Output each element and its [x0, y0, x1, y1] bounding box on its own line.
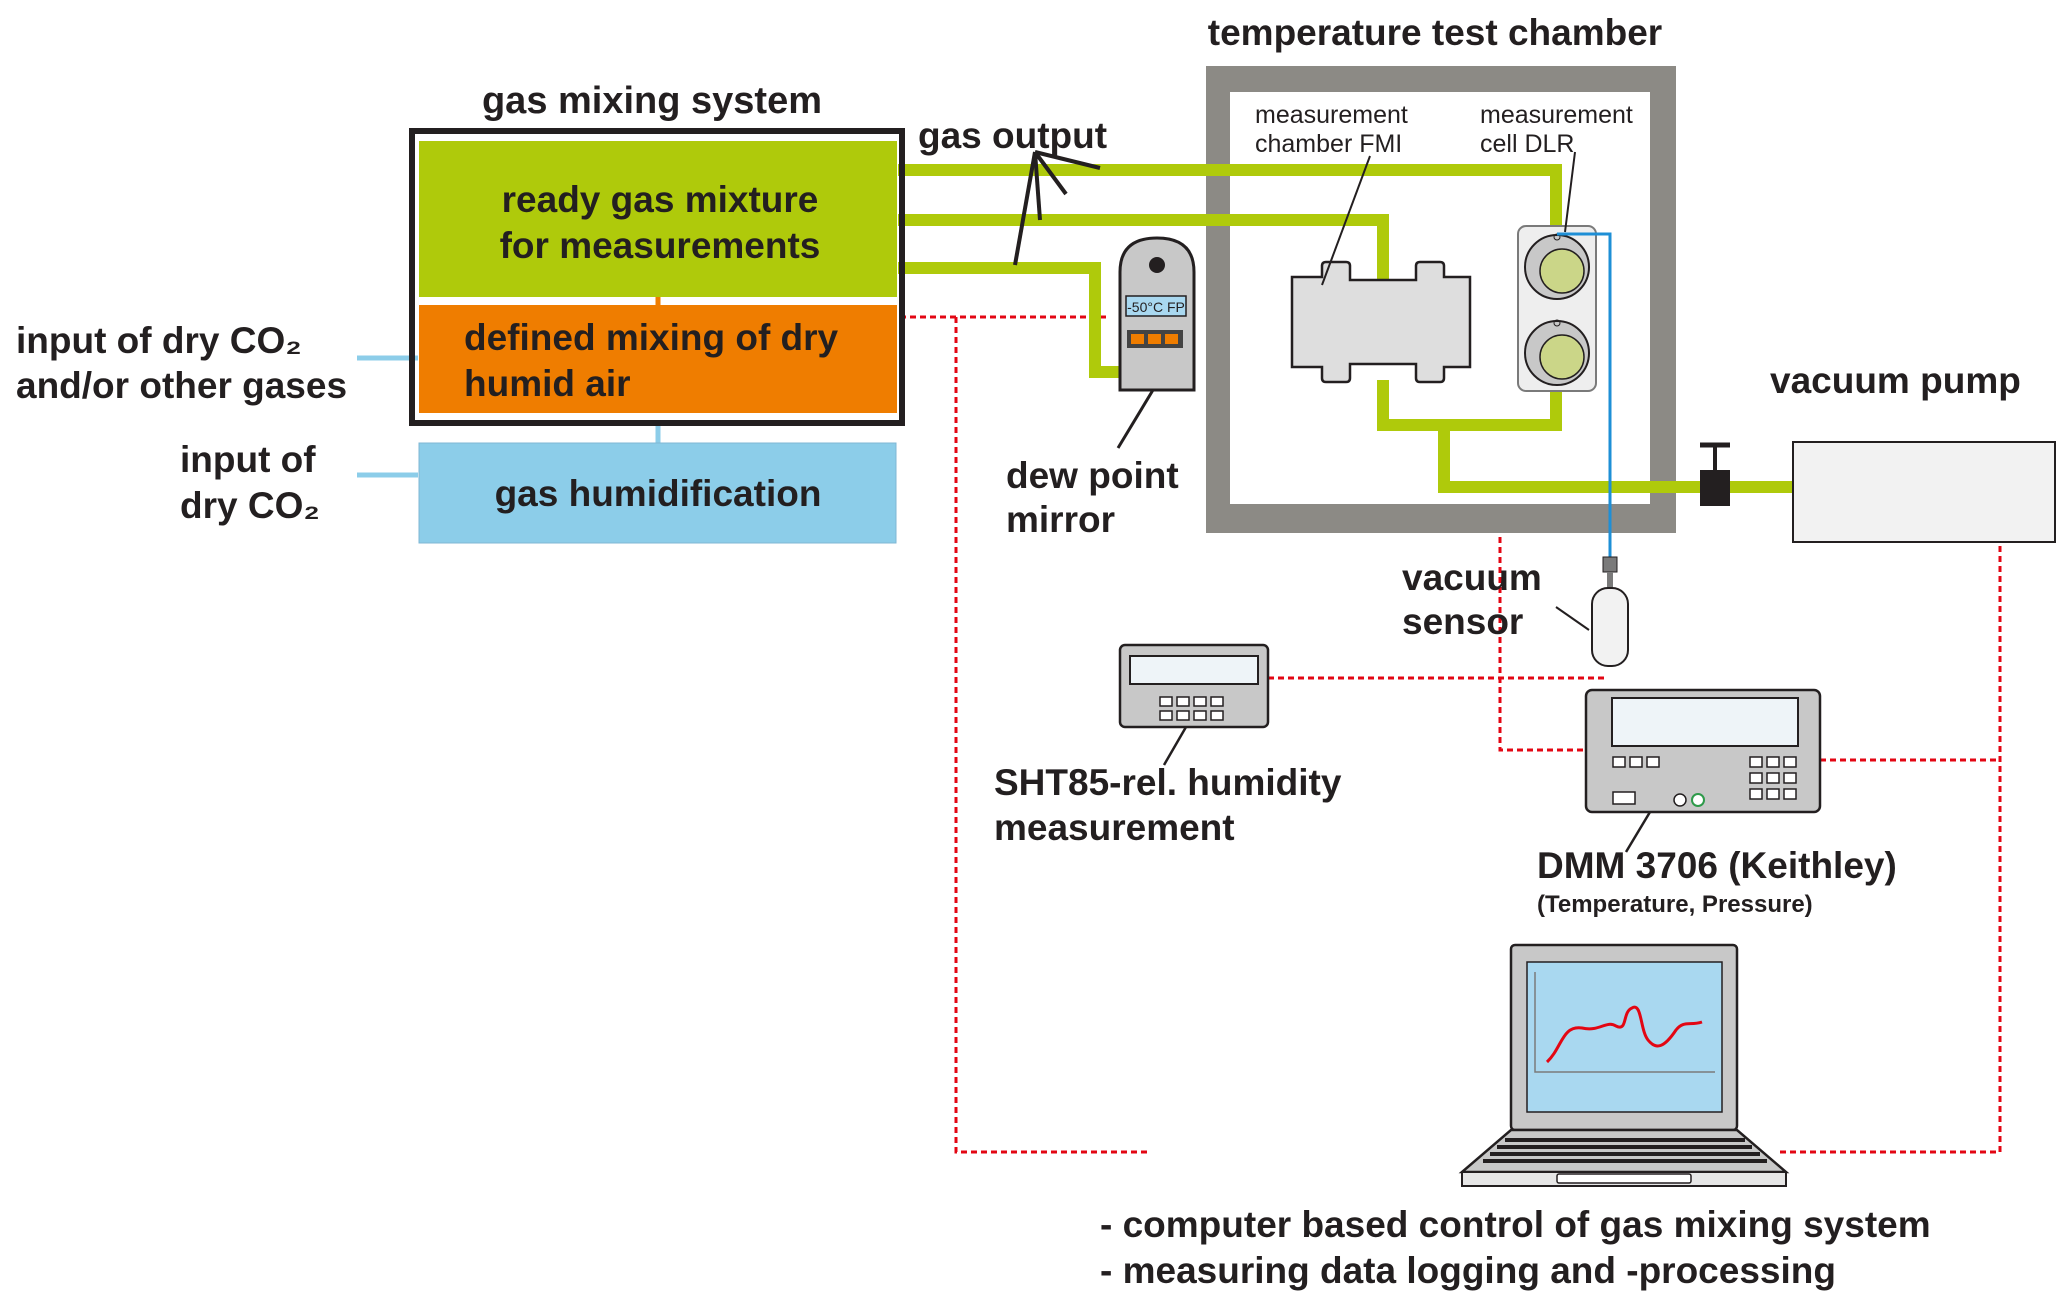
input-co2-other-label-2: and/or other gases [16, 365, 347, 406]
gas-output-pointer [1013, 150, 1101, 266]
sht85-label-2: measurement [994, 807, 1235, 848]
ready-gas-box [419, 141, 897, 297]
input-co2-other-label-1: input of dry CO₂ [16, 320, 302, 361]
computer-label-2: - measuring data logging and -processing [1100, 1250, 1836, 1291]
fmi-label-1: measurement [1255, 101, 1408, 129]
gas-mixing-system [357, 128, 905, 544]
dew-point-display [1125, 295, 1187, 317]
vacuum-pump-label: vacuum pump [1770, 360, 2021, 401]
defined-mixing-label-1: defined mixing of dry [464, 317, 839, 358]
defined-mixing-label-2: humid air [464, 363, 631, 404]
dew-point-display-text: -50°C FP [1127, 299, 1185, 315]
gas-mixing-title: gas mixing system [482, 80, 822, 122]
measurement-chamber-fmi [1290, 155, 1472, 384]
sht85-device [1118, 643, 1270, 766]
vacuum-sensor-label-1: vacuum [1402, 557, 1542, 598]
measurement-cell-dlr [1517, 151, 1597, 392]
computer-label-1: - computer based control of gas mixing s… [1100, 1204, 1931, 1245]
dew-point-mirror-device [1116, 236, 1196, 449]
vacuum-pump-box [1792, 441, 2056, 543]
fmi-label-2: chamber FMI [1255, 130, 1402, 158]
dmm-label-2: (Temperature, Pressure) [1537, 891, 1813, 918]
defined-mixing-box [419, 305, 897, 413]
dmm-label-1: DMM 3706 (Keithley) [1537, 845, 1897, 886]
vacuum-sensor-label-2: sensor [1402, 601, 1523, 642]
vacuum-valve [1700, 442, 1730, 506]
gas-output-label: gas output [918, 115, 1107, 156]
chamber-title: temperature test chamber [1208, 12, 1662, 53]
vacuum-sensor-device [1555, 556, 1629, 667]
dew-point-label-1: dew point [1006, 455, 1179, 496]
input-co2-label-1: input of [180, 439, 316, 480]
gas-mixing-frame [409, 128, 905, 426]
ready-gas-label-1: ready gas mixture [502, 179, 819, 220]
humidification-label: gas humidification [495, 473, 822, 514]
ready-gas-label-2: for measurements [500, 225, 821, 266]
gas-pipes [898, 164, 1800, 493]
dlr-label-2: cell DLR [1480, 130, 1574, 158]
dmm-3706-device [1584, 688, 1822, 853]
vacuum-sensor-line [1557, 232, 1612, 558]
input-co2-label-2: dry CO₂ [180, 485, 320, 526]
gas-humidification-box [418, 442, 897, 544]
laptop [1458, 943, 1790, 1187]
dew-point-label-2: mirror [1006, 499, 1115, 540]
dlr-label-1: measurement [1480, 101, 1633, 129]
labels: gas mixing system ready gas mixture for … [16, 12, 2021, 1291]
sht85-label-1: SHT85-rel. humidity [994, 762, 1342, 803]
